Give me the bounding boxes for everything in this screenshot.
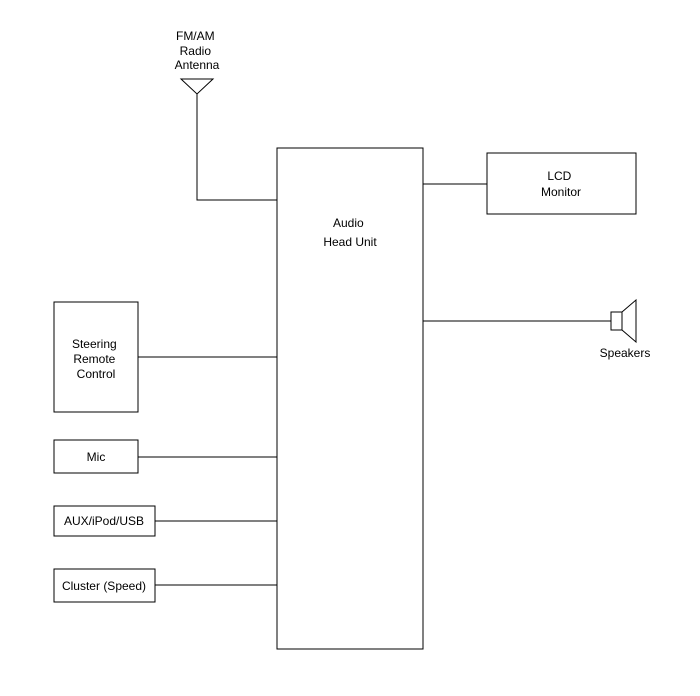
lcd-monitor-label-line-2: Monitor: [541, 185, 581, 199]
antenna-icon: [179, 78, 215, 95]
steering-remote-control-label: Steering Remote Control: [72, 337, 120, 381]
antenna-label-line-2: Radio: [180, 44, 212, 58]
lcd-monitor-label-line-1: LCD: [547, 169, 571, 183]
speaker-icon-body: [610, 311, 623, 331]
head-unit-label-line-1: Audio: [333, 216, 364, 230]
speakers: Speakers: [423, 298, 651, 360]
lcd-monitor-label: LCD Monitor: [541, 169, 581, 199]
head-unit-box: [276, 147, 424, 650]
antenna-label-line-1: FM/AM: [176, 29, 215, 43]
mic-label: Mic: [87, 450, 106, 464]
steering-remote-control-box: [53, 301, 139, 413]
antenna-label: FM/AM Radio Antenna: [175, 29, 220, 72]
speaker-icon: [610, 298, 637, 344]
lcd-monitor-box: [486, 152, 637, 215]
steering-remote-control-label-line-3: Control: [77, 367, 116, 381]
mic: Mic: [53, 439, 277, 474]
aux-ipod-usb: AUX/iPod/USB: [53, 505, 277, 537]
antenna: FM/AM Radio Antenna: [175, 29, 277, 201]
speakers-label: Speakers: [600, 346, 651, 360]
aux-ipod-usb-box: [53, 505, 156, 537]
head-unit-label: Audio Head Unit: [323, 216, 377, 249]
antenna-connection-line: [196, 94, 277, 201]
lcd-monitor: LCD Monitor: [423, 152, 637, 215]
cluster-speed: Cluster (Speed): [53, 568, 277, 603]
head-unit: Audio Head Unit: [276, 147, 424, 650]
cluster-speed-label: Cluster (Speed): [62, 579, 146, 593]
head-unit-label-line-2: Head Unit: [323, 235, 377, 249]
steering-remote-control-label-line-1: Steering: [72, 337, 117, 351]
antenna-label-line-3: Antenna: [175, 58, 220, 72]
steering-remote-control-label-line-2: Remote: [73, 352, 115, 366]
aux-ipod-usb-label: AUX/iPod/USB: [64, 514, 144, 528]
speaker-icon-cone: [621, 298, 637, 344]
steering-remote-control: Steering Remote Control: [53, 301, 277, 413]
